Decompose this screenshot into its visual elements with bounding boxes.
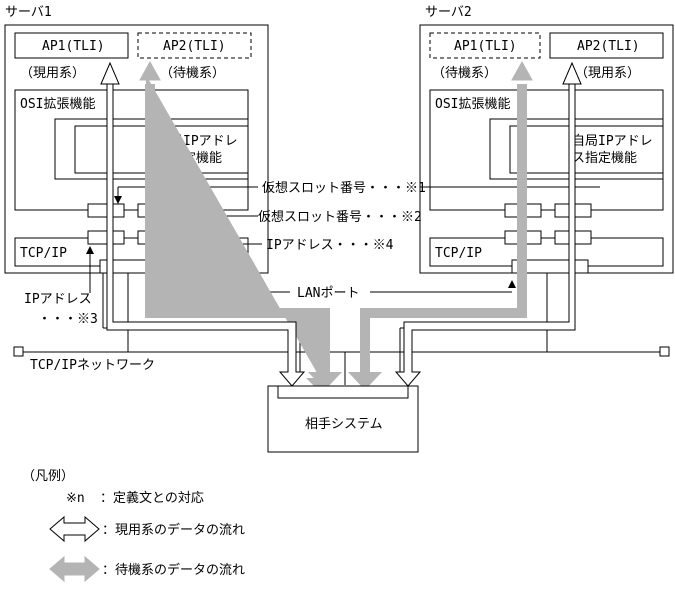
server2-ipfunc-l1: 自局IPアドレ [572,134,653,149]
server2-tcpip-label: TCP/IP [435,246,482,261]
legend-note-text: ：定義文との対応 [100,490,204,506]
server1-tcpip-label: TCP/IP [20,246,67,261]
legend-note-symbol: ※n [66,491,85,506]
server1-ip-a [87,230,125,245]
partner-system-label: 相手システム [305,417,383,432]
server1-ap1-box [14,32,129,59]
server1-slot-a [87,203,125,218]
server1-ap1-label: AP1(TLI) [42,39,105,54]
legend-title: （凡例） [22,469,74,484]
server2-ipfunc-box [509,125,664,174]
server1-ap2-state: （待機系） [160,66,225,81]
label-network: TCP/IPネットワーク [30,358,155,373]
server2-ap2-label: AP2(TLI) [577,39,640,54]
legend-active-text: ：現用系のデータの流れ [102,522,245,538]
server2-ap2-box [549,32,664,59]
legend: （凡例） ※n ：定義文との対応 ：現用系のデータの流れ ：待機系のデータの流れ [22,469,245,583]
active-flow-arrows [100,61,582,387]
legend-standby-text: ：待機系のデータの流れ [102,562,245,578]
server1-ap1-state: （現用系） [20,66,85,81]
label-ipaddr3-l1: IPアドレス [24,292,92,307]
server2-ipfunc-l2: ス指定機能 [572,151,637,166]
server2-title: サーバ2 [425,5,472,20]
label-lanport: LANポート [297,286,359,301]
server1-osi-label: OSI拡張機能 [20,97,95,112]
server2-ap1-box [429,32,541,59]
label-ipaddr4: IPアドレス・・・※4 [266,238,394,253]
server2-ap1-label: AP1(TLI) [454,39,517,54]
standby-flow-arrows [139,60,533,392]
server2-ap2-state: （現用系） [575,66,640,81]
legend-standby-arrow [49,555,100,583]
server2: サーバ2 AP1(TLI) AP2(TLI) （待機系） （現用系） OSI拡張… [419,5,674,274]
label-ipaddr3-l2: ・・・※3 [38,312,98,327]
label-vslot2: 仮想スロット番号・・・※2 [258,209,422,225]
server1-ap2-box [137,32,252,59]
server1-ap2-label: AP2(TLI) [163,39,226,54]
legend-active-arrow [49,515,100,543]
server1-title: サーバ1 [5,5,52,20]
server2-osi-label: OSI拡張機能 [435,97,510,112]
server2-ap1-state: （待機系） [432,66,497,81]
label-vslot1: 仮想スロット番号・・・※1 [262,180,426,196]
